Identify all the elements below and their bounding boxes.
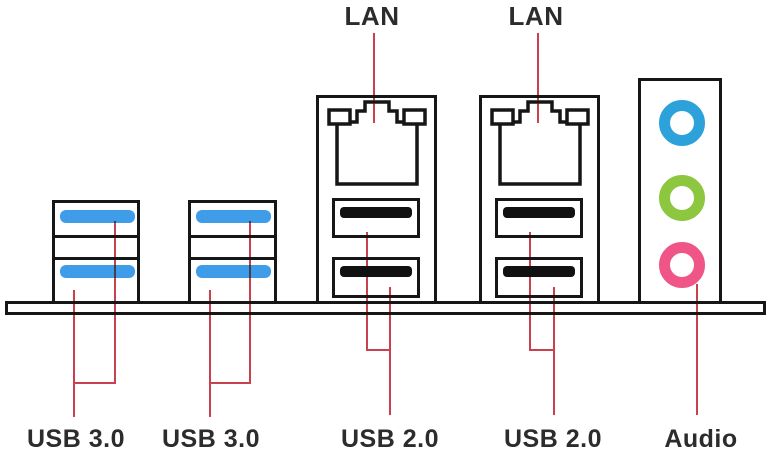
- audio-line-out-jack-icon: [659, 175, 705, 221]
- usb2-port: [495, 198, 583, 238]
- usb3-port-tab-icon: [60, 265, 135, 278]
- lan-led-left: [490, 108, 515, 126]
- port-divider: [191, 257, 274, 260]
- usb2-port: [332, 198, 420, 238]
- lan-usb2-block-left: [316, 95, 437, 304]
- port-divider: [55, 235, 137, 238]
- port-label-lan-left: LAN: [344, 1, 400, 31]
- lan-led-right: [565, 108, 590, 126]
- port-label-lan-right: LAN: [508, 1, 564, 31]
- port-label-usb2-right: USB 2.0: [504, 425, 602, 453]
- lan-usb2-block-right: [479, 95, 600, 304]
- usb2-port: [332, 257, 420, 298]
- usb3-port-tab-icon: [60, 210, 135, 223]
- port-label-usb3-right: USB 3.0: [162, 425, 260, 453]
- audio-mic-jack-icon: [659, 242, 705, 288]
- audio-jack-block: [638, 78, 722, 304]
- usb3-port-stack-left: [52, 200, 140, 304]
- port-divider: [191, 235, 274, 238]
- usb2-port-tab-icon: [340, 266, 412, 277]
- port-divider: [55, 257, 137, 260]
- rj45-lan-jack-icon: [490, 100, 590, 186]
- lan-led-right: [402, 108, 427, 126]
- port-label-usb3-left: USB 3.0: [27, 425, 125, 453]
- usb2-port-tab-icon: [503, 266, 575, 277]
- usb2-port: [495, 257, 583, 298]
- audio-line-in-jack-icon: [659, 100, 705, 146]
- port-label-audio: Audio: [664, 425, 738, 453]
- lan-led-left: [327, 108, 352, 126]
- port-label-usb2-left: USB 2.0: [341, 425, 439, 453]
- usb3-port-tab-icon: [196, 210, 271, 223]
- rj45-lan-jack-icon: [327, 100, 427, 186]
- usb3-port-tab-icon: [196, 265, 271, 278]
- usb2-port-tab-icon: [503, 207, 575, 218]
- usb2-port-tab-icon: [340, 207, 412, 218]
- usb3-port-stack-right: [188, 200, 277, 304]
